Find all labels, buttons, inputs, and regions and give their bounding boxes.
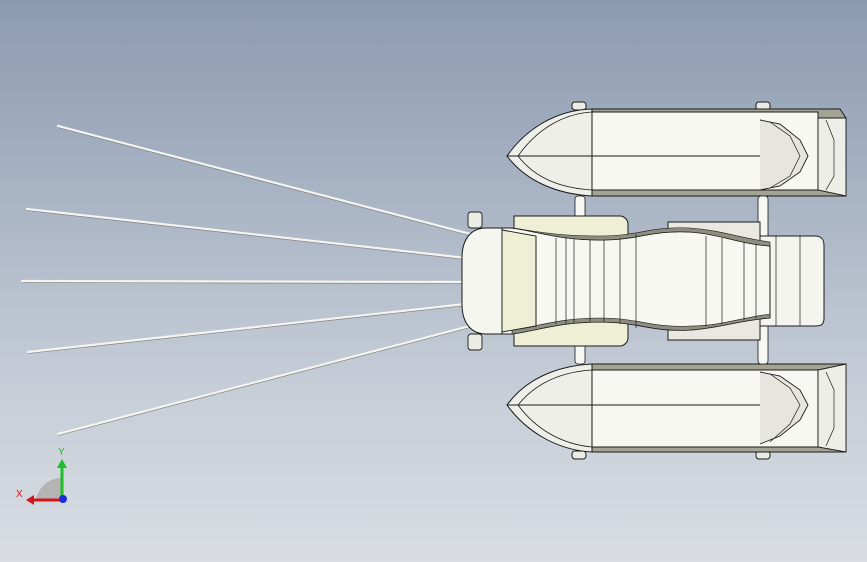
antenna-rods [20, 124, 472, 436]
antenna-rod-2 [25, 207, 468, 260]
triad-x-label: X [16, 489, 23, 500]
antenna-rod-edges [21, 127, 471, 436]
triad-y-label: Y [58, 447, 65, 458]
coordinate-triad-icon: X Y [16, 447, 67, 505]
antenna-rod-4 [26, 302, 468, 354]
central-body[interactable] [461, 211, 825, 351]
antenna-rod-3 [20, 279, 465, 284]
antenna-rod-5 [56, 324, 472, 436]
antenna-rod-1 [56, 124, 472, 236]
top-booster-pod[interactable] [506, 101, 847, 197]
bottom-booster-pod[interactable] [506, 363, 847, 460]
